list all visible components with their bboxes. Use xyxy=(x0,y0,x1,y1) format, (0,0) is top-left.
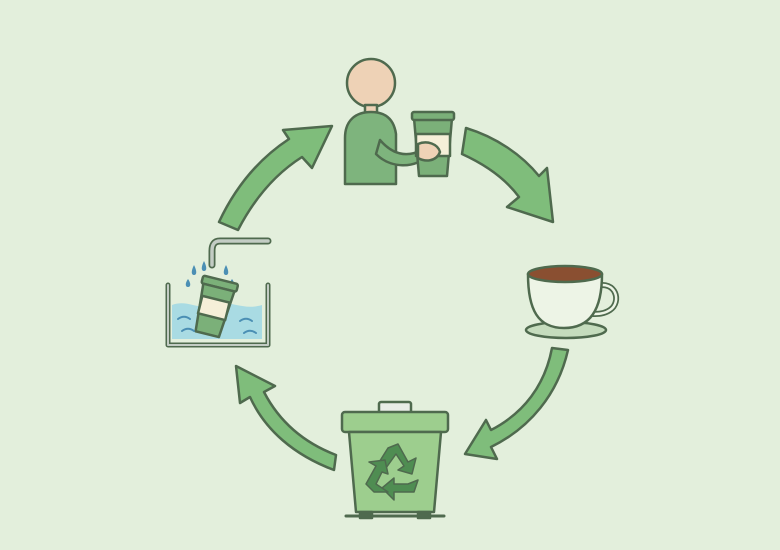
tilted-cup-icon xyxy=(194,274,240,339)
arrow-enjoy-to-recycle xyxy=(463,346,570,461)
arrow-drink-to-enjoy xyxy=(460,126,555,224)
arrow-recycle-to-wash xyxy=(234,364,338,472)
recycle-symbol-icon xyxy=(365,443,419,501)
arrow-wash-to-drink xyxy=(217,124,334,232)
